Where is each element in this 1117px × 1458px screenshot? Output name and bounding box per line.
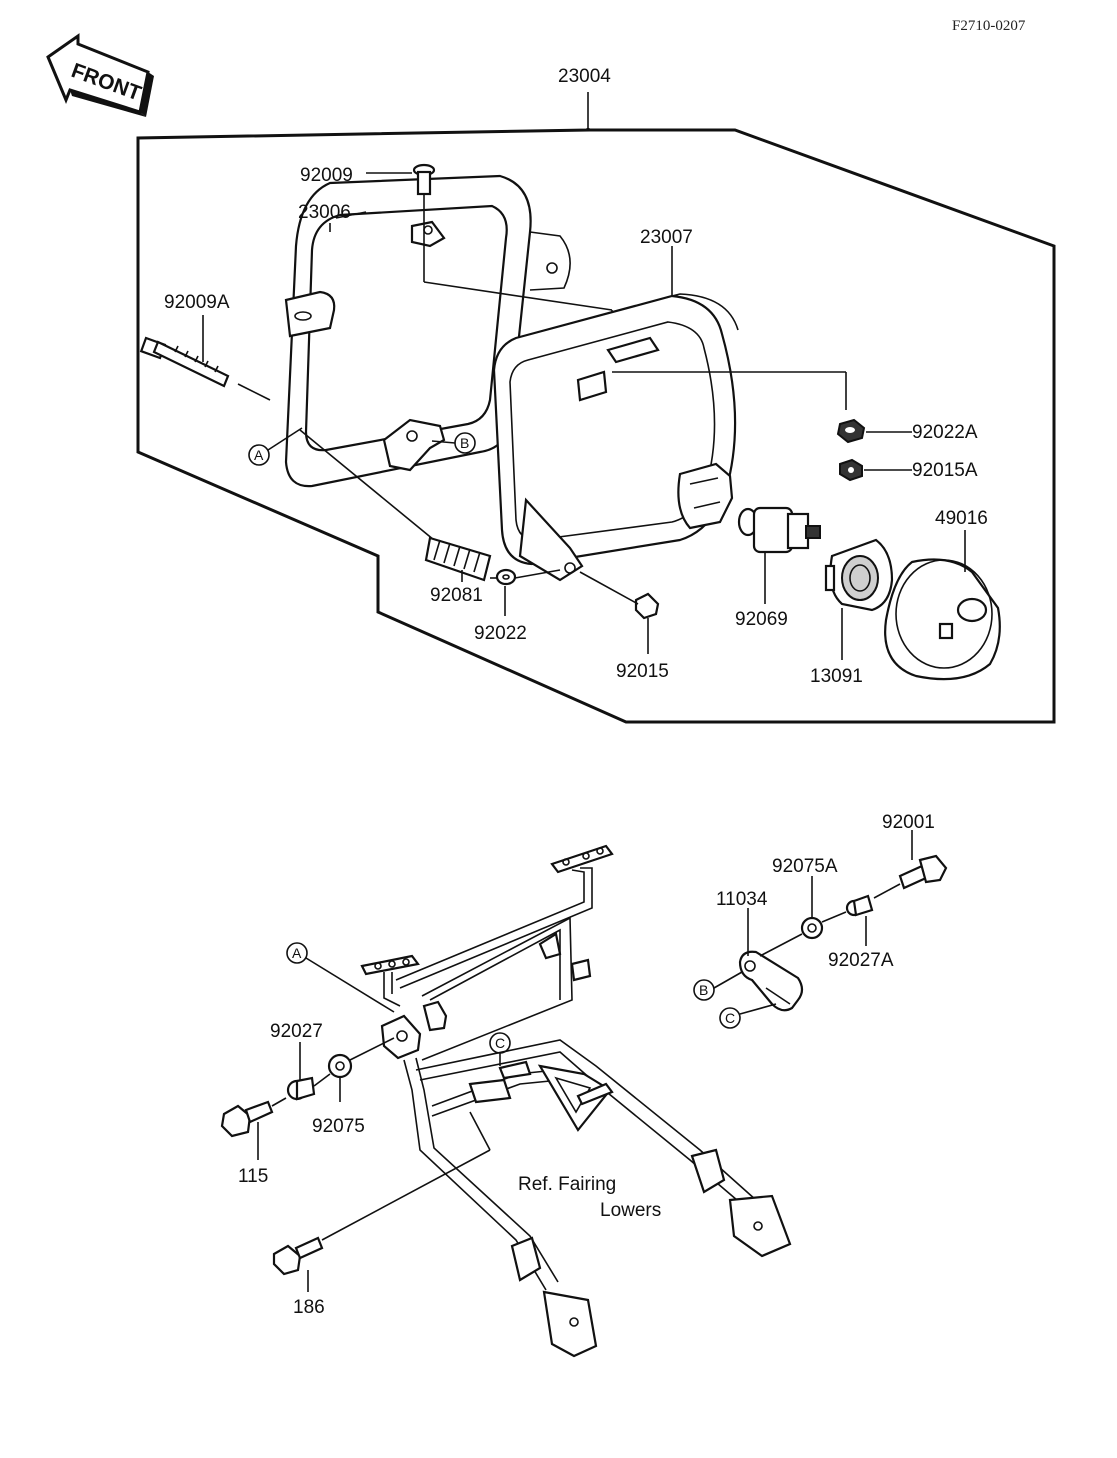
svg-text:B: B (699, 982, 708, 998)
ref-mark-b-top: B (431, 432, 476, 454)
headlight-rim (284, 174, 571, 488)
bolt-115 (220, 1100, 274, 1138)
bulb-92069 (737, 506, 821, 554)
label-92009: 92009 (300, 165, 353, 186)
stay-group: 11034 92075A 92027A 92001 B (693, 812, 948, 1029)
headlight-bracket-group: A C 92027 92075 115 (220, 844, 792, 1358)
note-line1: Ref. Fairing (518, 1174, 616, 1195)
bolt-92001 (898, 854, 948, 890)
front-arrow-icon: FRONT (46, 33, 154, 117)
label-49016: 49016 (935, 508, 988, 529)
label-13091: 13091 (810, 666, 863, 687)
label-92075A: 92075A (772, 856, 838, 877)
svg-text:A: A (292, 945, 302, 961)
ref-mark-c-bottom: C (489, 1032, 511, 1066)
washer-92075A (800, 916, 824, 940)
washer-92022 (495, 568, 517, 586)
svg-text:C: C (725, 1010, 735, 1026)
ref-mark-a-bottom: A (286, 942, 395, 1013)
bolt-186 (272, 1236, 324, 1276)
label-186: 186 (293, 1297, 325, 1318)
label-92027: 92027 (270, 1021, 323, 1042)
label-23007: 23007 (640, 227, 693, 248)
collar-92027A (845, 894, 874, 917)
group-outline (136, 128, 1056, 724)
svg-text:B: B (460, 435, 469, 451)
note-line2: Lowers (600, 1200, 661, 1221)
svg-text:A: A (254, 447, 264, 463)
ref-mark-b-right: B (693, 971, 743, 1001)
label-92069: 92069 (735, 609, 788, 630)
spring-92081 (299, 429, 492, 582)
stay-11034 (738, 950, 804, 1012)
svg-text:C: C (495, 1035, 505, 1051)
cover-49016 (884, 558, 1001, 681)
label-92081: 92081 (430, 585, 483, 606)
nut-92015 (634, 592, 660, 620)
label-92075: 92075 (312, 1116, 365, 1137)
headlight-assembly-group: 23004 23006 92009 (136, 66, 1056, 724)
grommet-92075 (327, 1053, 353, 1079)
label-92022A: 92022A (912, 422, 978, 443)
label-92022: 92022 (474, 623, 527, 644)
label-92027A: 92027A (828, 950, 894, 971)
ref-mark-c-right: C (719, 1003, 777, 1029)
label-92009A: 92009A (164, 292, 230, 313)
nut-92015A (839, 458, 863, 482)
label-92015: 92015 (616, 661, 669, 682)
figure-code: F2710-0207 (952, 18, 1026, 34)
label-23006: 23006 (298, 202, 351, 223)
label-11034: 11034 (716, 889, 768, 910)
headlight-bracket (360, 844, 792, 1358)
label-92001: 92001 (882, 812, 935, 833)
label-92015A: 92015A (912, 460, 978, 481)
label-23004: 23004 (558, 66, 611, 87)
screw-92009 (412, 163, 436, 196)
socket-13091 (824, 538, 894, 612)
label-115: 115 (238, 1166, 268, 1187)
nut-92022A (836, 418, 866, 444)
ref-mark-a-top: A (248, 427, 303, 466)
bolt-92009A (139, 336, 230, 388)
collar-92027 (286, 1076, 316, 1101)
headlight-unit (492, 293, 739, 582)
